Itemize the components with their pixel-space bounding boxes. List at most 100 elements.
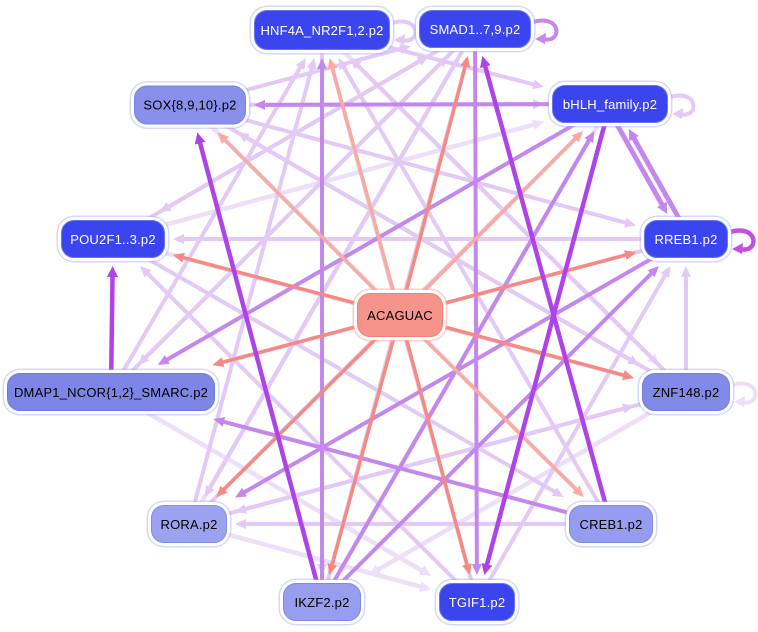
edge-rora-tgif1	[188, 521, 431, 592]
edge-acaguac-tgif1	[398, 314, 472, 575]
arrowhead	[157, 355, 170, 365]
node-label: HNF4A_NR2F1,2.p2	[260, 22, 384, 38]
edge-rreb1-rora	[235, 237, 687, 498]
arrowhead	[734, 396, 745, 407]
edge-acaguac-smad	[398, 56, 470, 316]
arrowhead	[194, 132, 206, 145]
edge-dmap1-hnf4a	[109, 58, 306, 394]
edge-tgif1-rreb1	[475, 266, 671, 603]
arrowhead	[216, 485, 228, 497]
arrowhead	[584, 131, 595, 144]
arrowhead	[217, 132, 229, 144]
arrowhead	[535, 33, 546, 44]
node-label: ZNF148.p2	[652, 384, 720, 400]
arrowhead	[471, 563, 482, 575]
edge-acaguac-creb1	[398, 313, 584, 497]
arrowhead	[532, 79, 544, 90]
edge-znf148-sox	[237, 132, 688, 394]
arrowhead	[235, 504, 247, 514]
node-sox[interactable]: SOX{8,9,10}.p2	[134, 85, 246, 125]
arrowhead	[624, 217, 636, 228]
arrowhead	[660, 266, 671, 279]
edge-smad-dmap1	[138, 27, 477, 365]
arrowhead	[572, 485, 584, 497]
edge-znf148-hnf4a	[350, 58, 688, 394]
arrowhead	[173, 234, 184, 244]
node-ikzf2[interactable]: IKZF2.p2	[283, 583, 361, 621]
arrowhead	[235, 487, 248, 498]
arrowhead	[681, 266, 691, 277]
arrowhead	[317, 58, 327, 69]
edge-bhlh-sox	[254, 99, 611, 110]
arrowhead	[657, 201, 668, 214]
node-rreb1[interactable]: RREB1.p2	[644, 220, 728, 258]
node-creb1[interactable]: CREB1.p2	[569, 505, 653, 543]
arrowhead	[480, 56, 491, 69]
arrowhead	[551, 487, 564, 497]
arrowhead	[140, 266, 152, 278]
arrowhead	[327, 563, 338, 575]
arrowhead	[622, 370, 634, 380]
arrowhead	[204, 484, 215, 497]
edge-creb1-rora	[235, 519, 611, 529]
edge-ikzf2-sox	[194, 132, 325, 603]
arrowhead	[173, 252, 185, 263]
node-tgif1[interactable]: TGIF1.p2	[439, 583, 515, 621]
node-hnf4a[interactable]: HNF4A_NR2F1,2.p2	[254, 10, 390, 50]
edge-rora-hnf4a	[187, 58, 317, 525]
arrowhead	[531, 119, 544, 131]
edge-acaguac-hnf4a	[327, 58, 402, 316]
node-acaguac[interactable]: ACAGUAC	[357, 293, 443, 337]
edge-tgif1-pou2f1	[140, 266, 479, 604]
node-label: bHLH_family.p2	[562, 96, 658, 112]
arrowhead	[418, 565, 431, 576]
selfloop-hnf4a	[391, 19, 418, 45]
arrowhead	[394, 34, 405, 45]
node-label: RREB1.p2	[654, 231, 718, 247]
arrowhead	[571, 131, 584, 143]
edge-creb1-smad	[480, 56, 614, 525]
arrowhead	[254, 99, 266, 110]
selfloop-bhlh	[669, 93, 696, 119]
arrowhead	[647, 266, 659, 278]
node-label: TGIF1.p2	[448, 594, 506, 610]
arrowhead	[462, 563, 472, 575]
edge-znf148-rreb1	[681, 266, 691, 392]
edge-acaguac-sox	[217, 132, 402, 317]
edge-smad-tgif1	[471, 28, 482, 575]
edge-creb1-dmap1	[213, 416, 612, 526]
arrowhead	[306, 58, 317, 70]
arrowhead	[212, 357, 225, 367]
node-smad[interactable]: SMAD1..7,9.p2	[419, 10, 531, 48]
node-label: SMAD1..7,9.p2	[429, 21, 521, 37]
node-znf148[interactable]: ZNF148.p2	[642, 373, 730, 411]
arrowhead	[295, 58, 306, 71]
edge-acaguac-rora	[216, 313, 402, 497]
edge-bhlh-dmap1	[157, 102, 611, 365]
edge-ikzf2-rreb1	[320, 266, 659, 604]
arrowhead	[624, 250, 636, 260]
selfloop-rreb1	[729, 228, 756, 254]
node-label: RORA.p2	[160, 516, 218, 532]
node-bhlh[interactable]: bHLH_family.p2	[552, 85, 668, 123]
edge-sox-rreb1	[189, 103, 636, 228]
arrowhead	[672, 108, 683, 119]
edge-bhlh-tgif1	[481, 103, 613, 575]
arrowhead	[350, 58, 362, 70]
arrowhead	[213, 416, 226, 427]
node-rora[interactable]: RORA.p2	[151, 505, 227, 543]
arrowhead	[481, 562, 493, 575]
node-label: ACAGUAC	[367, 307, 433, 323]
arrowhead	[159, 202, 172, 212]
edge-dmap1-pou2f1	[107, 266, 119, 393]
arrowhead	[327, 58, 338, 70]
node-pou2f1[interactable]: POU2F1..3.p2	[61, 220, 165, 258]
node-dmap1[interactable]: DMAP1_NCOR{1,2}_SMARC.p2	[7, 373, 215, 411]
node-label: CREB1.p2	[579, 516, 643, 532]
arrowhead	[107, 266, 119, 278]
arrowhead	[418, 581, 431, 592]
edge-dmap1-tgif1	[109, 390, 431, 576]
